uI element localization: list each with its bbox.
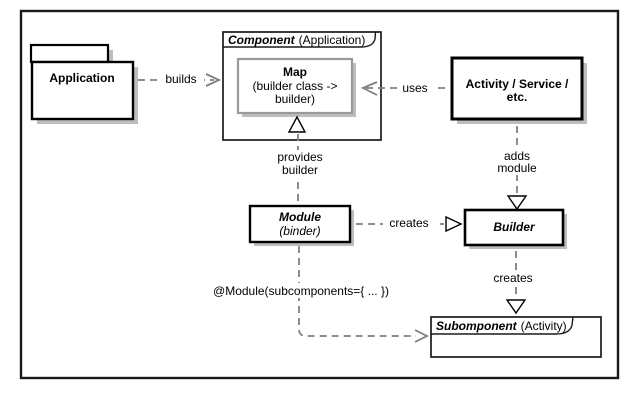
subcomponent-frame-tab	[431, 316, 574, 335]
creates-builder-subcomponent-edge: creates	[490, 251, 537, 315]
builder-box	[463, 208, 565, 247]
component-frame: Component(Application) Map (builder clas…	[222, 31, 382, 141]
component-frame-title: Component(Application)	[228, 33, 365, 47]
creates-down-triangle-arrowhead-icon	[505, 299, 527, 315]
map-class: Map (builder class -> builder)	[236, 57, 356, 117]
adds-label-bg	[493, 149, 541, 175]
builds-label: builds	[165, 72, 196, 86]
module-title: Module	[279, 210, 321, 224]
annotation-label-bg	[209, 283, 393, 298]
adds-triangle-arrowhead-icon	[506, 195, 528, 211]
builds-label-bg	[158, 71, 204, 85]
uses-label: uses	[402, 81, 427, 95]
creates-right-label-bg	[383, 215, 435, 230]
map-box	[236, 57, 354, 115]
application-package-body	[30, 60, 135, 121]
annotation-elbow-dashed-line	[298, 246, 416, 337]
subcomponent-frame-title: Subomponent(Activity)	[436, 319, 567, 333]
module-box	[248, 204, 352, 244]
module-node: Module (binder)	[248, 204, 354, 246]
subcomponent-frame: Subomponent(Activity)	[430, 316, 602, 358]
creates-module-builder-edge: creates	[356, 215, 463, 233]
adds-label-line2: module	[497, 161, 537, 175]
component-title-subtitle: (Application)	[299, 33, 366, 47]
provides-label-bg	[272, 150, 326, 177]
subcomponent-title-subtitle: (Activity)	[521, 319, 567, 333]
adds-label-line1: adds	[504, 149, 530, 163]
builds-edge: builds	[138, 71, 222, 87]
creates-down-label: creates	[493, 271, 532, 285]
adds-module-edge: adds module	[493, 126, 541, 211]
application-label: Application	[49, 71, 114, 85]
map-detail-line1: (builder class ->	[252, 79, 337, 93]
activity-service-node: Activity / Service / etc.	[450, 56, 587, 124]
activity-label-line1: Activity / Service /	[466, 77, 569, 91]
creates-down-label-bg	[490, 270, 537, 284]
realization-triangle-icon	[287, 115, 307, 133]
builder-label: Builder	[493, 220, 536, 234]
builds-open-arrowhead-icon	[205, 73, 222, 87]
component-frame-tab	[223, 31, 377, 48]
subcomponent-frame-body	[430, 316, 602, 358]
module-annotation-edge: @Module(subcomponents={ ... })	[209, 246, 430, 343]
subcomponent-title-name: Subomponent	[436, 319, 518, 333]
map-title: Map	[283, 65, 307, 79]
uses-edge: uses	[360, 80, 450, 96]
module-subtitle: (binder)	[279, 224, 320, 238]
provides-label-line1: provides	[277, 150, 322, 164]
creates-right-label: creates	[389, 216, 428, 230]
provides-builder-edge: provides builder	[272, 134, 326, 205]
application-package-tab	[29, 43, 110, 64]
map-detail-line2: builder)	[275, 92, 315, 106]
uses-open-arrowhead-icon	[360, 81, 378, 96]
annotation-open-arrowhead-icon	[414, 329, 430, 343]
uses-label-bg	[397, 80, 434, 94]
builder-node: Builder	[463, 208, 567, 249]
activity-box	[450, 56, 584, 121]
activity-label-line2: etc.	[507, 90, 528, 104]
annotation-label: @Module(subcomponents={ ... })	[213, 284, 389, 298]
application-package: Application	[29, 43, 138, 124]
component-title-name: Component	[228, 33, 296, 47]
provides-label-line2: builder	[282, 163, 318, 177]
creates-right-triangle-arrowhead-icon	[445, 215, 463, 233]
